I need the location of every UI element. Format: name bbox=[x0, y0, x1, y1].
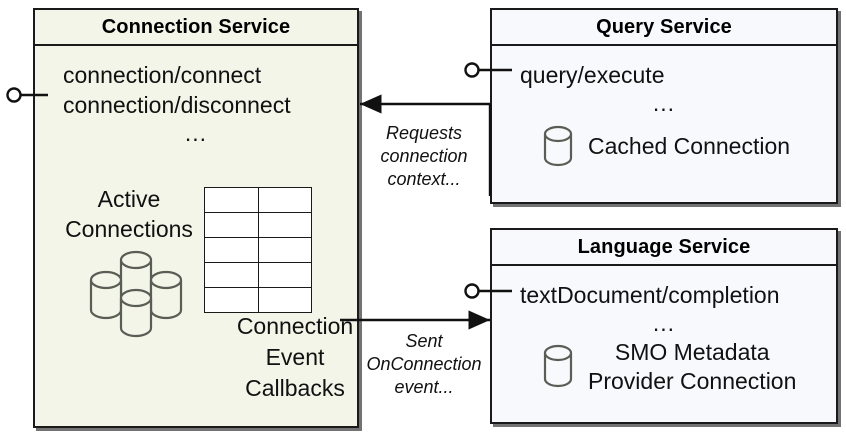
table-row bbox=[204, 237, 312, 263]
query-service-box[interactable]: Query Service query/execute ... Cached C… bbox=[490, 8, 838, 204]
arrow-label-requests-connection-context: Requests connection context... bbox=[360, 122, 488, 191]
table-row bbox=[204, 287, 312, 313]
table-row bbox=[204, 262, 312, 288]
endpoint-textdocument-completion[interactable]: textDocument/completion bbox=[520, 282, 780, 308]
endpoint-connection-connect[interactable]: connection/connect bbox=[63, 62, 262, 88]
requests-label-line2: connection bbox=[380, 146, 468, 166]
endpoint-query-execute[interactable]: query/execute bbox=[520, 62, 665, 88]
table-row bbox=[204, 212, 312, 238]
connection-service-ellipsis: ... bbox=[184, 120, 208, 146]
language-service-box[interactable]: Language Service textDocument/completion… bbox=[490, 228, 838, 424]
database-cylinder-icon bbox=[543, 125, 573, 167]
language-service-title: Language Service bbox=[492, 230, 836, 266]
sent-label-line2: OnConnection bbox=[366, 354, 482, 374]
table-cell bbox=[257, 187, 312, 213]
callbacks-label-line3: Callbacks bbox=[245, 375, 345, 401]
cylinder-left bbox=[89, 270, 123, 320]
cylinder-right bbox=[149, 270, 183, 320]
active-connections-cylinder-cluster bbox=[83, 246, 201, 343]
active-connections-label-line1: Active bbox=[97, 186, 161, 212]
sent-label-line3: event... bbox=[394, 377, 454, 397]
query-service-title: Query Service bbox=[492, 10, 836, 46]
requests-label-line1: Requests bbox=[385, 123, 463, 143]
active-connections-label-line2: Connections bbox=[65, 216, 193, 242]
query-service-body: query/execute ... Cached Connection bbox=[492, 46, 836, 202]
smo-metadata-provider-label: SMO Metadata Provider Connection bbox=[588, 338, 796, 396]
requests-label-line3: context... bbox=[387, 169, 461, 189]
smo-label-line1: SMO Metadata bbox=[614, 339, 770, 365]
connection-service-title: Connection Service bbox=[35, 10, 357, 46]
table-cell bbox=[204, 212, 259, 238]
sent-label-line1: Sent bbox=[405, 331, 443, 351]
active-connections-label: Active Connections bbox=[49, 184, 209, 244]
smo-metadata-provider-resource: SMO Metadata Provider Connection bbox=[540, 338, 796, 396]
connection-service-body: connection/connect connection/disconnect… bbox=[35, 46, 357, 426]
smo-label-line2: Provider Connection bbox=[588, 368, 797, 394]
cylinder-front bbox=[119, 288, 153, 338]
table-cell bbox=[257, 287, 312, 313]
table-cell bbox=[204, 187, 259, 213]
language-service-ellipsis: ... bbox=[652, 310, 676, 336]
cached-connection-resource: Cached Connection bbox=[540, 124, 790, 168]
table-cell bbox=[204, 287, 259, 313]
database-cylinder-icon bbox=[543, 344, 573, 388]
table-cell bbox=[204, 262, 259, 288]
table-row bbox=[204, 187, 312, 213]
table-cell bbox=[204, 237, 259, 263]
connection-service-endpoints: connection/connect connection/disconnect bbox=[63, 60, 291, 120]
language-service-body: textDocument/completion ... SMO Metadata… bbox=[492, 266, 836, 422]
table-cell bbox=[257, 262, 312, 288]
endpoint-connection-disconnect[interactable]: connection/disconnect bbox=[63, 92, 291, 118]
connection-service-box[interactable]: Connection Service connection/connect co… bbox=[33, 8, 359, 428]
connection-event-callbacks-table[interactable] bbox=[204, 187, 312, 313]
arrow-label-sent-onconnection-event: Sent OnConnection event... bbox=[360, 330, 488, 399]
cached-connection-label: Cached Connection bbox=[588, 132, 791, 159]
cylinder-cluster-icon bbox=[89, 250, 183, 338]
callbacks-label-line2: Event bbox=[265, 344, 325, 370]
connection-event-callbacks-label: Connection Event Callbacks bbox=[195, 311, 395, 404]
callbacks-label-line1: Connection bbox=[236, 313, 354, 339]
query-service-ellipsis: ... bbox=[652, 90, 676, 116]
table-cell bbox=[257, 237, 312, 263]
table-cell bbox=[257, 212, 312, 238]
